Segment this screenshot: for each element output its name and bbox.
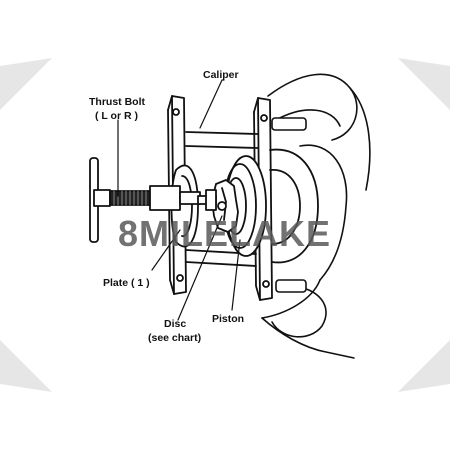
corner-shade-top-right [398,58,450,110]
label-disc-note: (see chart) [148,332,201,344]
leader-disc [177,215,223,321]
leader-caliper [199,79,225,129]
corner-decorations [0,58,450,392]
corner-shade-top-left [0,58,52,110]
thrust-bolt [89,157,217,243]
corner-shade-bottom-left [0,340,52,392]
hand-drawing [261,73,371,359]
label-plate: Plate ( 1 ) [103,277,150,289]
leader-lines [117,79,241,321]
label-caliper: Caliper [203,69,239,81]
watermark: 8MILELAKE [118,213,331,254]
label-thrust-bolt: Thrust Bolt [89,96,145,108]
label-piston: Piston [212,313,244,325]
leader-piston [231,239,241,311]
caliper-body [167,95,319,301]
label-disc: Disc [164,318,186,330]
corner-shade-bottom-right [398,340,450,392]
leader-plate [151,229,181,271]
disc [211,179,239,233]
label-thrust-bolt-side: ( L or R ) [95,110,138,122]
